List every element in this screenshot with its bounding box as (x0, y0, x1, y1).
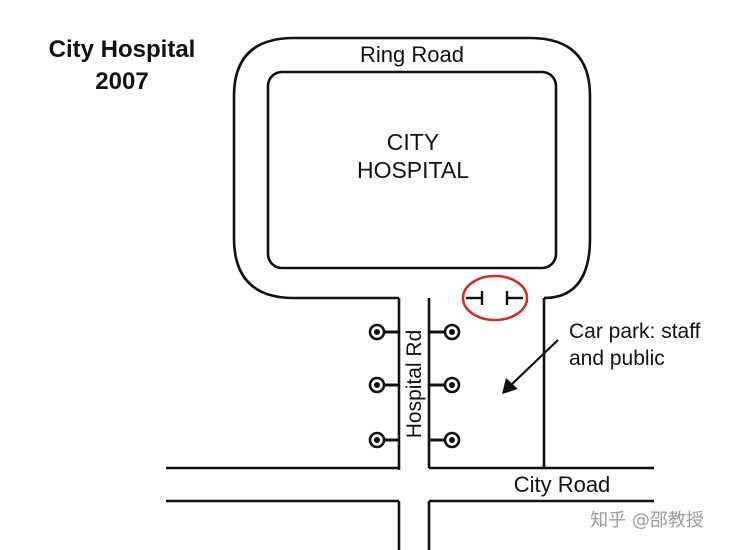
city-road-label: City Road (514, 472, 611, 497)
bus-stop-icon (429, 431, 461, 449)
hospital-block (266, 70, 558, 270)
bus-stop-icon (368, 376, 399, 394)
bus-stop-markers (368, 323, 461, 449)
car-park-label-line1: Car park: staff (569, 320, 701, 343)
hospital-rd-label: Hospital Rd (403, 330, 426, 439)
car-park-label-line2: and public (569, 347, 665, 370)
car-park-arrow-icon (502, 339, 559, 394)
map-title-line1: City Hospital (49, 36, 196, 63)
ring-road-outer-edge (232, 36, 592, 300)
bus-stop-icon (429, 376, 461, 394)
map-title-line2: 2007 (95, 68, 148, 95)
highlight-circle (461, 274, 529, 322)
ring-road-label: Ring Road (360, 42, 464, 67)
bus-stop-icon (368, 431, 399, 449)
hospital-label-line1: CITY (387, 129, 439, 155)
hospital-label-line2: HOSPITAL (357, 157, 469, 183)
gate-barrier-icon (466, 291, 523, 305)
bus-stop-icon (429, 323, 461, 341)
watermark-text: 知乎 @邵教授 (590, 510, 704, 531)
bus-stop-icon (368, 323, 399, 341)
